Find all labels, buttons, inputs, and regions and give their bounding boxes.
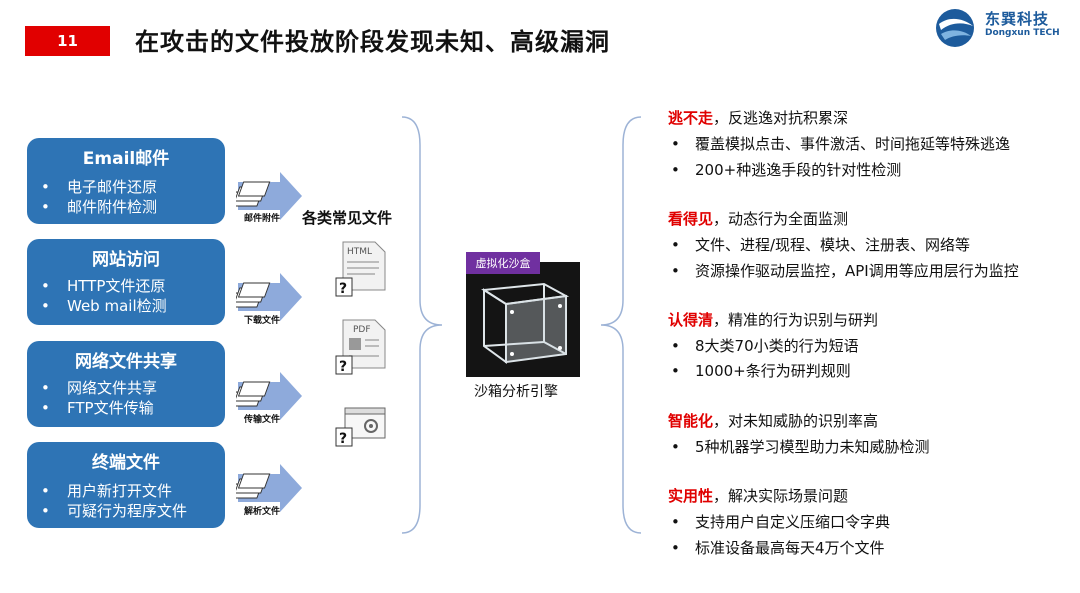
left-brace-icon [401, 116, 443, 534]
arrow-docs-icon [236, 372, 302, 420]
feature-heading: 实用性，解决实际场景问题 [668, 487, 849, 505]
source-box-web: 网站访问 •HTTP文件还原 •Web mail检测 [27, 239, 225, 325]
source-title: 终端文件 [92, 453, 160, 473]
source-item: •可疑行为程序文件 [41, 502, 188, 520]
page-title: 在攻击的文件投放阶段发现未知、高级漏洞 [135, 28, 610, 56]
source-title: Email邮件 [82, 149, 170, 169]
right-brace-icon [600, 116, 642, 534]
html-file-icon: HTML ? [335, 241, 386, 297]
source-item: •HTTP文件还原 [41, 277, 166, 295]
feature-item: •覆盖模拟点击、事件激活、时间拖延等特殊逃逸 [671, 135, 1011, 153]
source-title: 网络文件共享 [75, 352, 177, 372]
feature-item: •200+种逃逸手段的针对性检测 [671, 161, 902, 179]
sandbox-caption: 沙箱分析引擎 [474, 384, 558, 400]
feature-item: •标准设备最高每天4万个文件 [671, 539, 885, 557]
executable-file-icon: ? [335, 407, 386, 447]
feature-heading: 认得清，精准的行为识别与研判 [668, 311, 879, 329]
feature-item: •1000+条行为研判规则 [671, 362, 851, 380]
pdf-file-icon: PDF ? [335, 319, 386, 375]
source-item: •邮件附件检测 [41, 198, 158, 216]
source-item: •网络文件共享 [41, 379, 158, 397]
feature-item: •5种机器学习模型助力未知威胁检测 [671, 438, 930, 456]
feature-heading: 逃不走，反逃逸对抗积累深 [668, 109, 849, 127]
arrow-label: 下载文件 [243, 316, 280, 326]
feature-heading: 智能化，对未知威胁的识别率高 [668, 412, 879, 430]
feature-heading: 看得见，动态行为全面监测 [668, 210, 849, 228]
arrow-docs-icon [236, 464, 302, 512]
arrow-docs-icon [236, 273, 302, 321]
source-item: •用户新打开文件 [41, 482, 173, 500]
logo-name-cn: 东巽科技 [985, 10, 1050, 28]
svg-text:?: ? [339, 431, 347, 447]
source-item: •FTP文件传输 [41, 399, 154, 417]
company-logo [936, 9, 974, 47]
source-item: •电子邮件还原 [41, 178, 158, 196]
feature-item: •文件、进程/现程、模块、注册表、网络等 [671, 236, 971, 254]
svg-text:PDF: PDF [353, 325, 371, 335]
source-box-endpoint: 终端文件 •用户新打开文件 •可疑行为程序文件 [27, 442, 225, 528]
sandbox-label: 虚拟化沙盒 [466, 252, 540, 274]
arrow-label: 解析文件 [243, 507, 280, 517]
arrow-docs-icon [236, 172, 302, 220]
source-item: •Web mail检测 [41, 297, 167, 315]
arrow-label: 邮件附件 [243, 214, 280, 224]
feature-item: •资源操作驱动层监控，API调用等应用层行为监控 [671, 262, 1019, 280]
svg-text:?: ? [339, 281, 347, 297]
logo-name-en: Dongxun TECH [985, 28, 1060, 38]
svg-text:?: ? [339, 359, 347, 375]
svg-text:HTML: HTML [347, 247, 372, 257]
source-box-share: 网络文件共享 •网络文件共享 •FTP文件传输 [27, 341, 225, 427]
page-number-badge: 11 [25, 26, 110, 56]
source-box-email: Email邮件 •电子邮件还原 •邮件附件检测 [27, 138, 225, 224]
source-title: 网站访问 [92, 250, 160, 270]
arrow-label: 传输文件 [243, 415, 280, 425]
feature-item: •8大类70小类的行为短语 [671, 337, 859, 355]
feature-item: •支持用户自定义压缩口令字典 [671, 513, 891, 531]
files-title: 各类常见文件 [302, 209, 393, 227]
sandbox-box-image [466, 262, 580, 377]
